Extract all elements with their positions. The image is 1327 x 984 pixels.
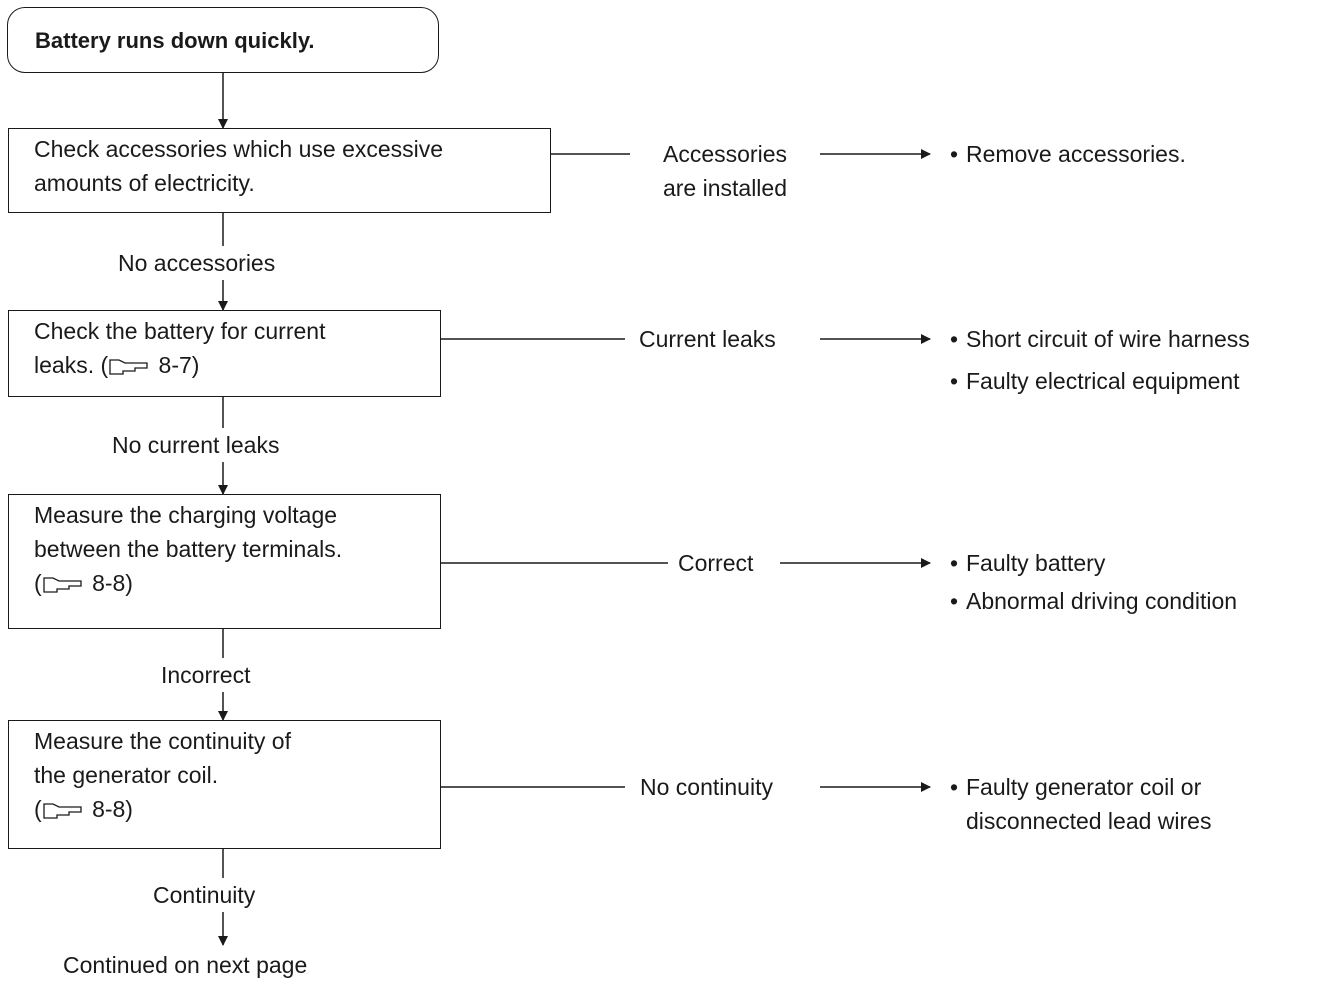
step-text: Check accessories which use excessive (34, 136, 444, 162)
ref-page: 8-7) (158, 352, 200, 378)
result-charging-correct: •Faulty battery •Abnormal driving condit… (950, 546, 1237, 618)
result-item: •Abnormal driving condition (950, 588, 1238, 614)
step-reference: ( 8-8) (34, 566, 440, 600)
step-check-current-leaks: Check the battery for current leaks. ( 8… (8, 310, 441, 397)
result-current-leaks: •Short circuit of wire harness •Faulty e… (950, 322, 1250, 398)
branch-label-accessories-installed: Accessories are installed (638, 137, 812, 205)
result-item-continued: disconnected lead wires (966, 808, 1212, 834)
step-text: the generator coil. (34, 762, 219, 788)
pointing-hand-icon (109, 359, 148, 375)
step-reference: leaks. ( 8-7) (34, 348, 440, 382)
step-text: Check the battery for current (34, 318, 326, 344)
step-text: amounts of electricity. (34, 170, 255, 196)
continued-note: Continued on next page (63, 948, 308, 982)
pointing-hand-icon (43, 577, 82, 593)
start-node: Battery runs down quickly. (7, 7, 439, 73)
step-text: Measure the charging voltage (34, 502, 338, 528)
result-remove-accessories: •Remove accessories. (950, 137, 1186, 171)
flow-label-continuity: Continuity (153, 878, 256, 912)
branch-label-no-continuity: No continuity (640, 770, 773, 804)
result-item: •Remove accessories. (950, 141, 1186, 167)
result-item: •Faulty battery (950, 550, 1106, 576)
result-no-continuity: •Faulty generator coil or disconnected l… (950, 770, 1211, 838)
step-text: between the battery terminals. (34, 536, 343, 562)
branch-label-correct: Correct (678, 546, 754, 580)
step-measure-continuity: Measure the continuity of the generator … (8, 720, 441, 849)
flow-label-incorrect: Incorrect (161, 658, 251, 692)
step-measure-charging-voltage: Measure the charging voltage between the… (8, 494, 441, 629)
ref-prefix: ( (34, 796, 42, 822)
branch-label-line: are installed (662, 175, 788, 201)
ref-prefix: ( (34, 570, 42, 596)
flow-label-no-current-leaks: No current leaks (112, 428, 280, 462)
step-text: Measure the continuity of (34, 728, 291, 754)
step-reference: ( 8-8) (34, 792, 440, 826)
branch-label-current-leaks: Current leaks (639, 322, 776, 356)
result-item: •Short circuit of wire harness (950, 326, 1250, 352)
flow-label-no-accessories: No accessories (118, 246, 276, 280)
pointing-hand-icon (43, 803, 82, 819)
ref-page: 8-8) (92, 570, 133, 596)
result-item: •Faulty electrical equipment (950, 368, 1240, 394)
ref-prefix: leaks. ( (34, 352, 109, 378)
ref-page: 8-8) (92, 796, 133, 822)
start-label: Battery runs down quickly. (35, 28, 315, 53)
branch-label-line: Accessories (663, 141, 787, 167)
step-check-accessories: Check accessories which use excessive am… (8, 128, 551, 213)
result-item: •Faulty generator coil or (950, 774, 1202, 800)
